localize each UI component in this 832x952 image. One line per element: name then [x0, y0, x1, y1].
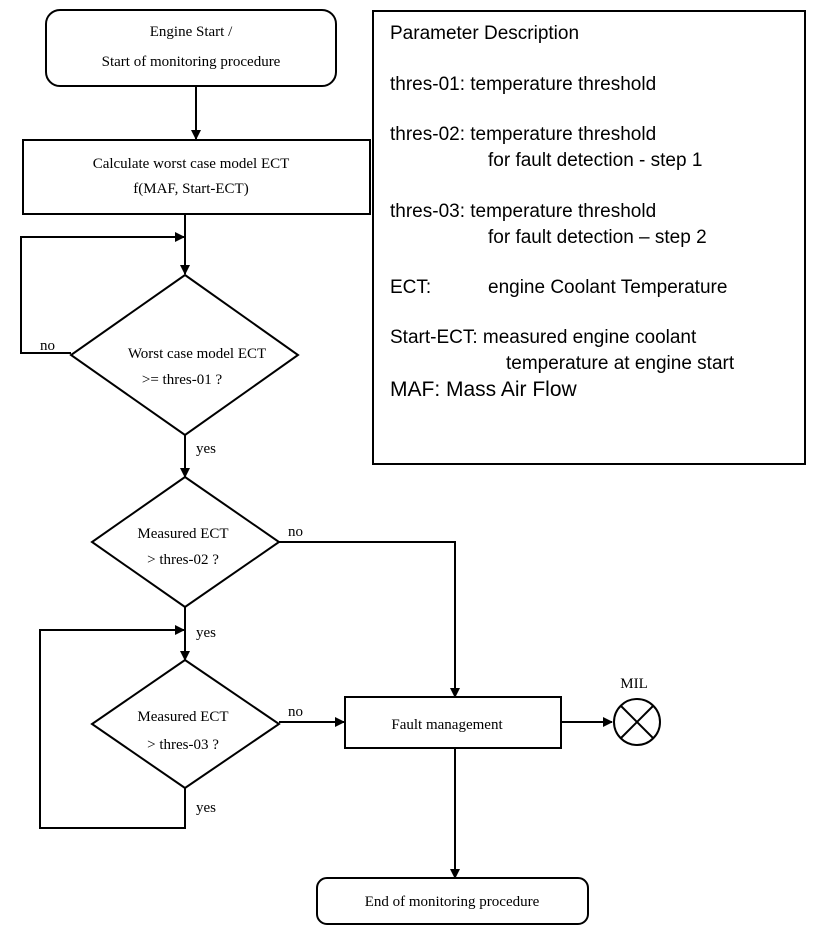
- decision2-no-label: no: [288, 524, 303, 540]
- param-maf: MAF: Mass Air Flow: [390, 378, 578, 401]
- param-ect-value: engine Coolant Temperature: [488, 277, 727, 298]
- decision2-diamond: Measured ECT > thres-02 ?: [90, 475, 281, 609]
- decision2-line1: Measured ECT: [137, 526, 228, 542]
- start-line1: Engine Start /: [150, 24, 233, 40]
- start-terminal: Engine Start / Start of monitoring proce…: [45, 9, 337, 87]
- param-thres02-line2: for fault detection - step 1: [488, 150, 702, 171]
- decision3-no-label: no: [288, 704, 303, 720]
- decision1-diamond: Worst case model ECT >= thres-01 ?: [69, 273, 300, 437]
- param-thres03-line1: thres-03: temperature threshold: [390, 201, 656, 222]
- calculate-line1: Calculate worst case model ECT: [93, 156, 290, 172]
- decision2-yes-label: yes: [196, 625, 216, 641]
- start-line2: Start of monitoring procedure: [102, 54, 281, 70]
- parameter-description-box: Parameter Description thres-01: temperat…: [372, 10, 806, 465]
- end-terminal: End of monitoring procedure: [316, 877, 589, 925]
- decision2-line2: > thres-02 ?: [147, 552, 219, 568]
- mil-lamp-icon: [613, 698, 661, 746]
- loop-decision3-yes: [39, 625, 186, 829]
- param-thres01: thres-01: temperature threshold: [390, 74, 656, 95]
- mil-label: MIL: [620, 676, 648, 692]
- end-label: End of monitoring procedure: [365, 894, 540, 910]
- decision1-line2: >= thres-01 ?: [142, 372, 223, 388]
- decision3-yes-label: yes: [196, 800, 216, 816]
- fault-management-label: Fault management: [391, 717, 503, 733]
- fault-management-box: Fault management: [344, 696, 562, 749]
- calculate-line2: f(MAF, Start-ECT): [133, 181, 248, 197]
- parameter-title: Parameter Description: [390, 23, 579, 44]
- param-thres03-line2: for fault detection – step 2: [488, 227, 707, 248]
- decision1-no-label: no: [40, 338, 55, 354]
- param-thres02-line1: thres-02: temperature threshold: [390, 124, 656, 145]
- decision3-line2: > thres-03 ?: [147, 737, 219, 753]
- calculate-box: Calculate worst case model ECT f(MAF, St…: [22, 139, 371, 215]
- decision3-diamond: Measured ECT > thres-03 ?: [90, 658, 281, 790]
- param-ect-key: ECT:: [390, 277, 431, 298]
- param-start-ect-line2: temperature at engine start: [506, 353, 735, 374]
- decision1-yes-label: yes: [196, 441, 216, 457]
- param-start-ect-line1: Start-ECT: measured engine coolant: [390, 327, 697, 348]
- decision1-line1: Worst case model ECT: [128, 346, 266, 362]
- loop-decision1-no: [20, 232, 185, 354]
- decision3-line1: Measured ECT: [137, 709, 228, 725]
- arrow-decision2-no: [279, 541, 460, 698]
